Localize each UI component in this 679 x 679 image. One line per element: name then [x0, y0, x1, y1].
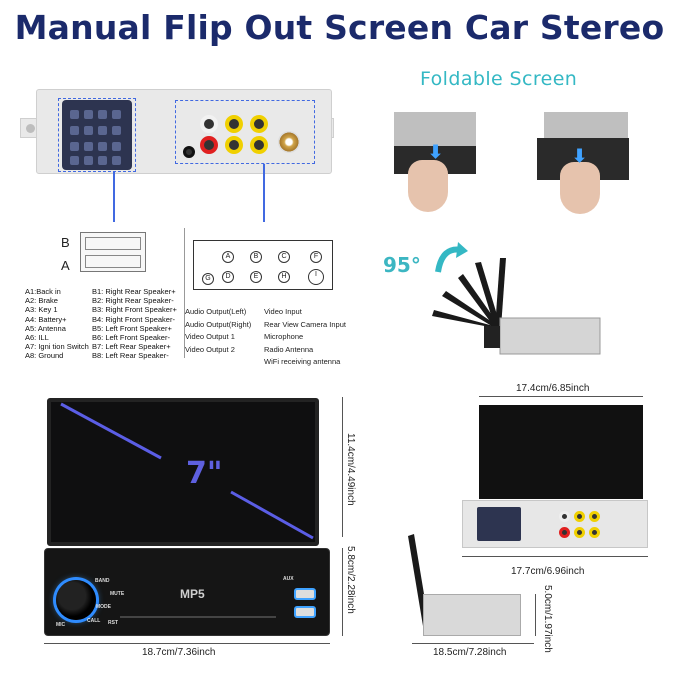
pin-b2: B2: Right Rear Speaker-	[92, 296, 174, 306]
outputs-panel: A B C F G D E H I	[193, 240, 333, 290]
rear-width-line	[462, 556, 648, 557]
flip-angle-diagram	[432, 242, 601, 355]
pin-b5: B5: Left Front Speaker+	[92, 323, 172, 333]
fold-unit-open	[544, 112, 628, 140]
band-button[interactable]: BAND	[95, 578, 110, 584]
pin-b1: B1: Right Rear Speaker+	[92, 287, 176, 296]
pin-a7: A7: Igni tion Switch	[25, 342, 89, 352]
body-height-line	[342, 548, 343, 636]
outputs-legend-right: Video Input Rear View Camera Input Micro…	[264, 306, 346, 369]
legend-video-out-2: Video Output 2	[185, 344, 235, 354]
volume-knob[interactable]	[56, 580, 96, 620]
hand-pressing-right	[560, 162, 600, 214]
arrow-down-icon: ⬇	[428, 142, 444, 162]
page-title: Manual Flip Out Screen Car Stereo	[14, 8, 665, 47]
screen-height-line	[342, 397, 343, 537]
mute-button[interactable]: MUTE	[110, 591, 125, 597]
hand-pressing-left	[408, 160, 448, 212]
fold-unit-closed	[394, 112, 476, 150]
brand-label: MP5	[180, 587, 205, 601]
connector-highlight	[58, 98, 136, 172]
divider	[184, 228, 185, 358]
pin-a3: A3: Key 1	[25, 305, 58, 315]
usb-port-1[interactable]	[294, 588, 316, 600]
ports-highlight	[175, 100, 315, 164]
pin-a5: A5: Antenna	[25, 323, 66, 333]
legend-wifi-antenna: WiFi receiving antenna	[264, 357, 341, 366]
ports-leader-line	[263, 164, 265, 222]
pin-b4: B4: Right Front Speaker-	[92, 314, 175, 324]
pin-list-a: A1:Back in A2: Brake A3: Key 1 A4: Batte…	[25, 287, 89, 361]
cover-width-dim: 17.4cm/6.85inch	[516, 383, 590, 394]
pin-a4: A4: Battery+	[25, 314, 67, 324]
pin-a2: A2: Brake	[25, 296, 58, 306]
call-button[interactable]: CALL	[87, 618, 101, 624]
preset-strip	[120, 616, 276, 618]
width-front-line	[44, 643, 330, 644]
rear-width-dim: 17.7cm/6.96inch	[511, 566, 585, 577]
mic-port	[183, 146, 195, 158]
legend-audio-left: Audio Output(Left)	[185, 307, 247, 316]
pin-a1: A1:Back in	[25, 287, 61, 296]
angle-label: 95°	[383, 253, 421, 277]
pin-b6: B6: Left Front Speaker-	[92, 333, 170, 343]
legend-audio-right: Audio Output(Right)	[185, 319, 252, 329]
screen-back-cover	[479, 405, 643, 499]
legend-camera-input: Rear View Camera Input	[264, 319, 346, 329]
side-depth-dim: 18.5cm/7.28inch	[433, 647, 507, 658]
outputs-legend-left: Audio Output(Left) Audio Output(Right) V…	[185, 306, 251, 356]
side-depth-line	[412, 643, 534, 644]
rca-ports-bottom	[200, 136, 268, 154]
arrow-down-icon: ⬇	[572, 146, 588, 166]
pin-b3: B3: Right Front Speaker+	[92, 305, 177, 315]
iso-connector-diagram	[80, 232, 146, 272]
rca-ports-top	[200, 115, 268, 133]
connector-label-b: B	[61, 235, 70, 250]
iso-connector-block	[62, 100, 132, 170]
legend-video-input: Video Input	[264, 307, 302, 316]
side-height-dim: 5.0cm/1.97inch	[542, 585, 553, 653]
display-screen	[47, 398, 319, 546]
foldable-screen-title: Foldable Screen	[420, 68, 578, 90]
connector-leader-line	[113, 172, 115, 222]
body-height-dim: 5.8cm/2.28inch	[345, 546, 356, 614]
pin-b7: B7: Left Rear Speaker+	[92, 342, 171, 352]
connector-label-a: A	[61, 258, 70, 273]
usb-port-2[interactable]	[294, 606, 316, 618]
pin-b8: B8: Left Rear Speaker-	[92, 351, 169, 361]
cover-width-line	[479, 396, 643, 397]
pin-a6: A6: ILL	[25, 333, 49, 343]
legend-radio-antenna: Radio Antenna	[264, 344, 314, 354]
legend-video-out-1: Video Output 1	[185, 332, 235, 341]
mic-label: MIC	[56, 622, 66, 628]
aux-label: AUX	[283, 576, 294, 582]
screen-height-dim: 11.4cm/4.49inch	[345, 433, 356, 506]
width-front-dim: 18.7cm/7.36inch	[142, 647, 216, 658]
screen-size-label: 7"	[186, 456, 223, 491]
side-view-unit	[423, 594, 521, 636]
reset-label: RST	[108, 620, 118, 626]
pin-list-b: B1: Right Rear Speaker+ B2: Right Rear S…	[92, 287, 177, 361]
rear-panel-view	[462, 500, 648, 548]
legend-microphone: Microphone	[264, 332, 304, 341]
mode-button[interactable]: MODE	[96, 604, 111, 610]
side-height-line	[535, 594, 536, 636]
pin-a8: A8: Ground	[25, 351, 64, 361]
screen-diagonal	[60, 402, 314, 540]
antenna-port	[278, 131, 300, 153]
